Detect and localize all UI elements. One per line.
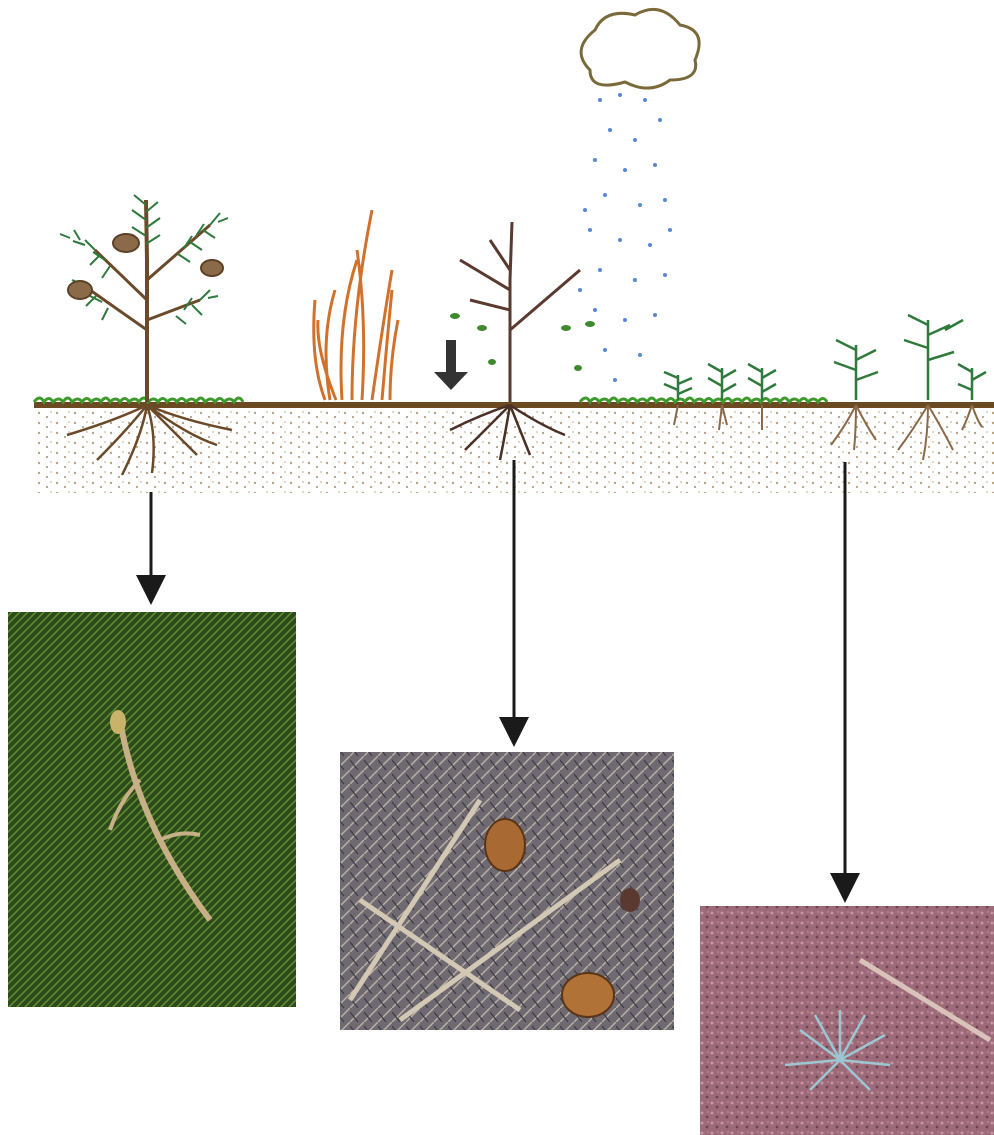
falling-seeds	[450, 313, 595, 371]
fire-killed-pine-tree	[460, 222, 580, 402]
rain-drops	[578, 93, 672, 382]
photo-pine-seedling-on-ground	[700, 906, 994, 1135]
mature-pine-tree	[60, 195, 228, 402]
photo-burned-branches-with-cones	[340, 752, 674, 1030]
photo-pine-foliage	[8, 612, 296, 1007]
fire-flames	[314, 210, 398, 400]
rain-cloud	[581, 9, 699, 88]
seedling-cluster	[664, 315, 986, 400]
falling-seed-arrow	[434, 340, 468, 390]
